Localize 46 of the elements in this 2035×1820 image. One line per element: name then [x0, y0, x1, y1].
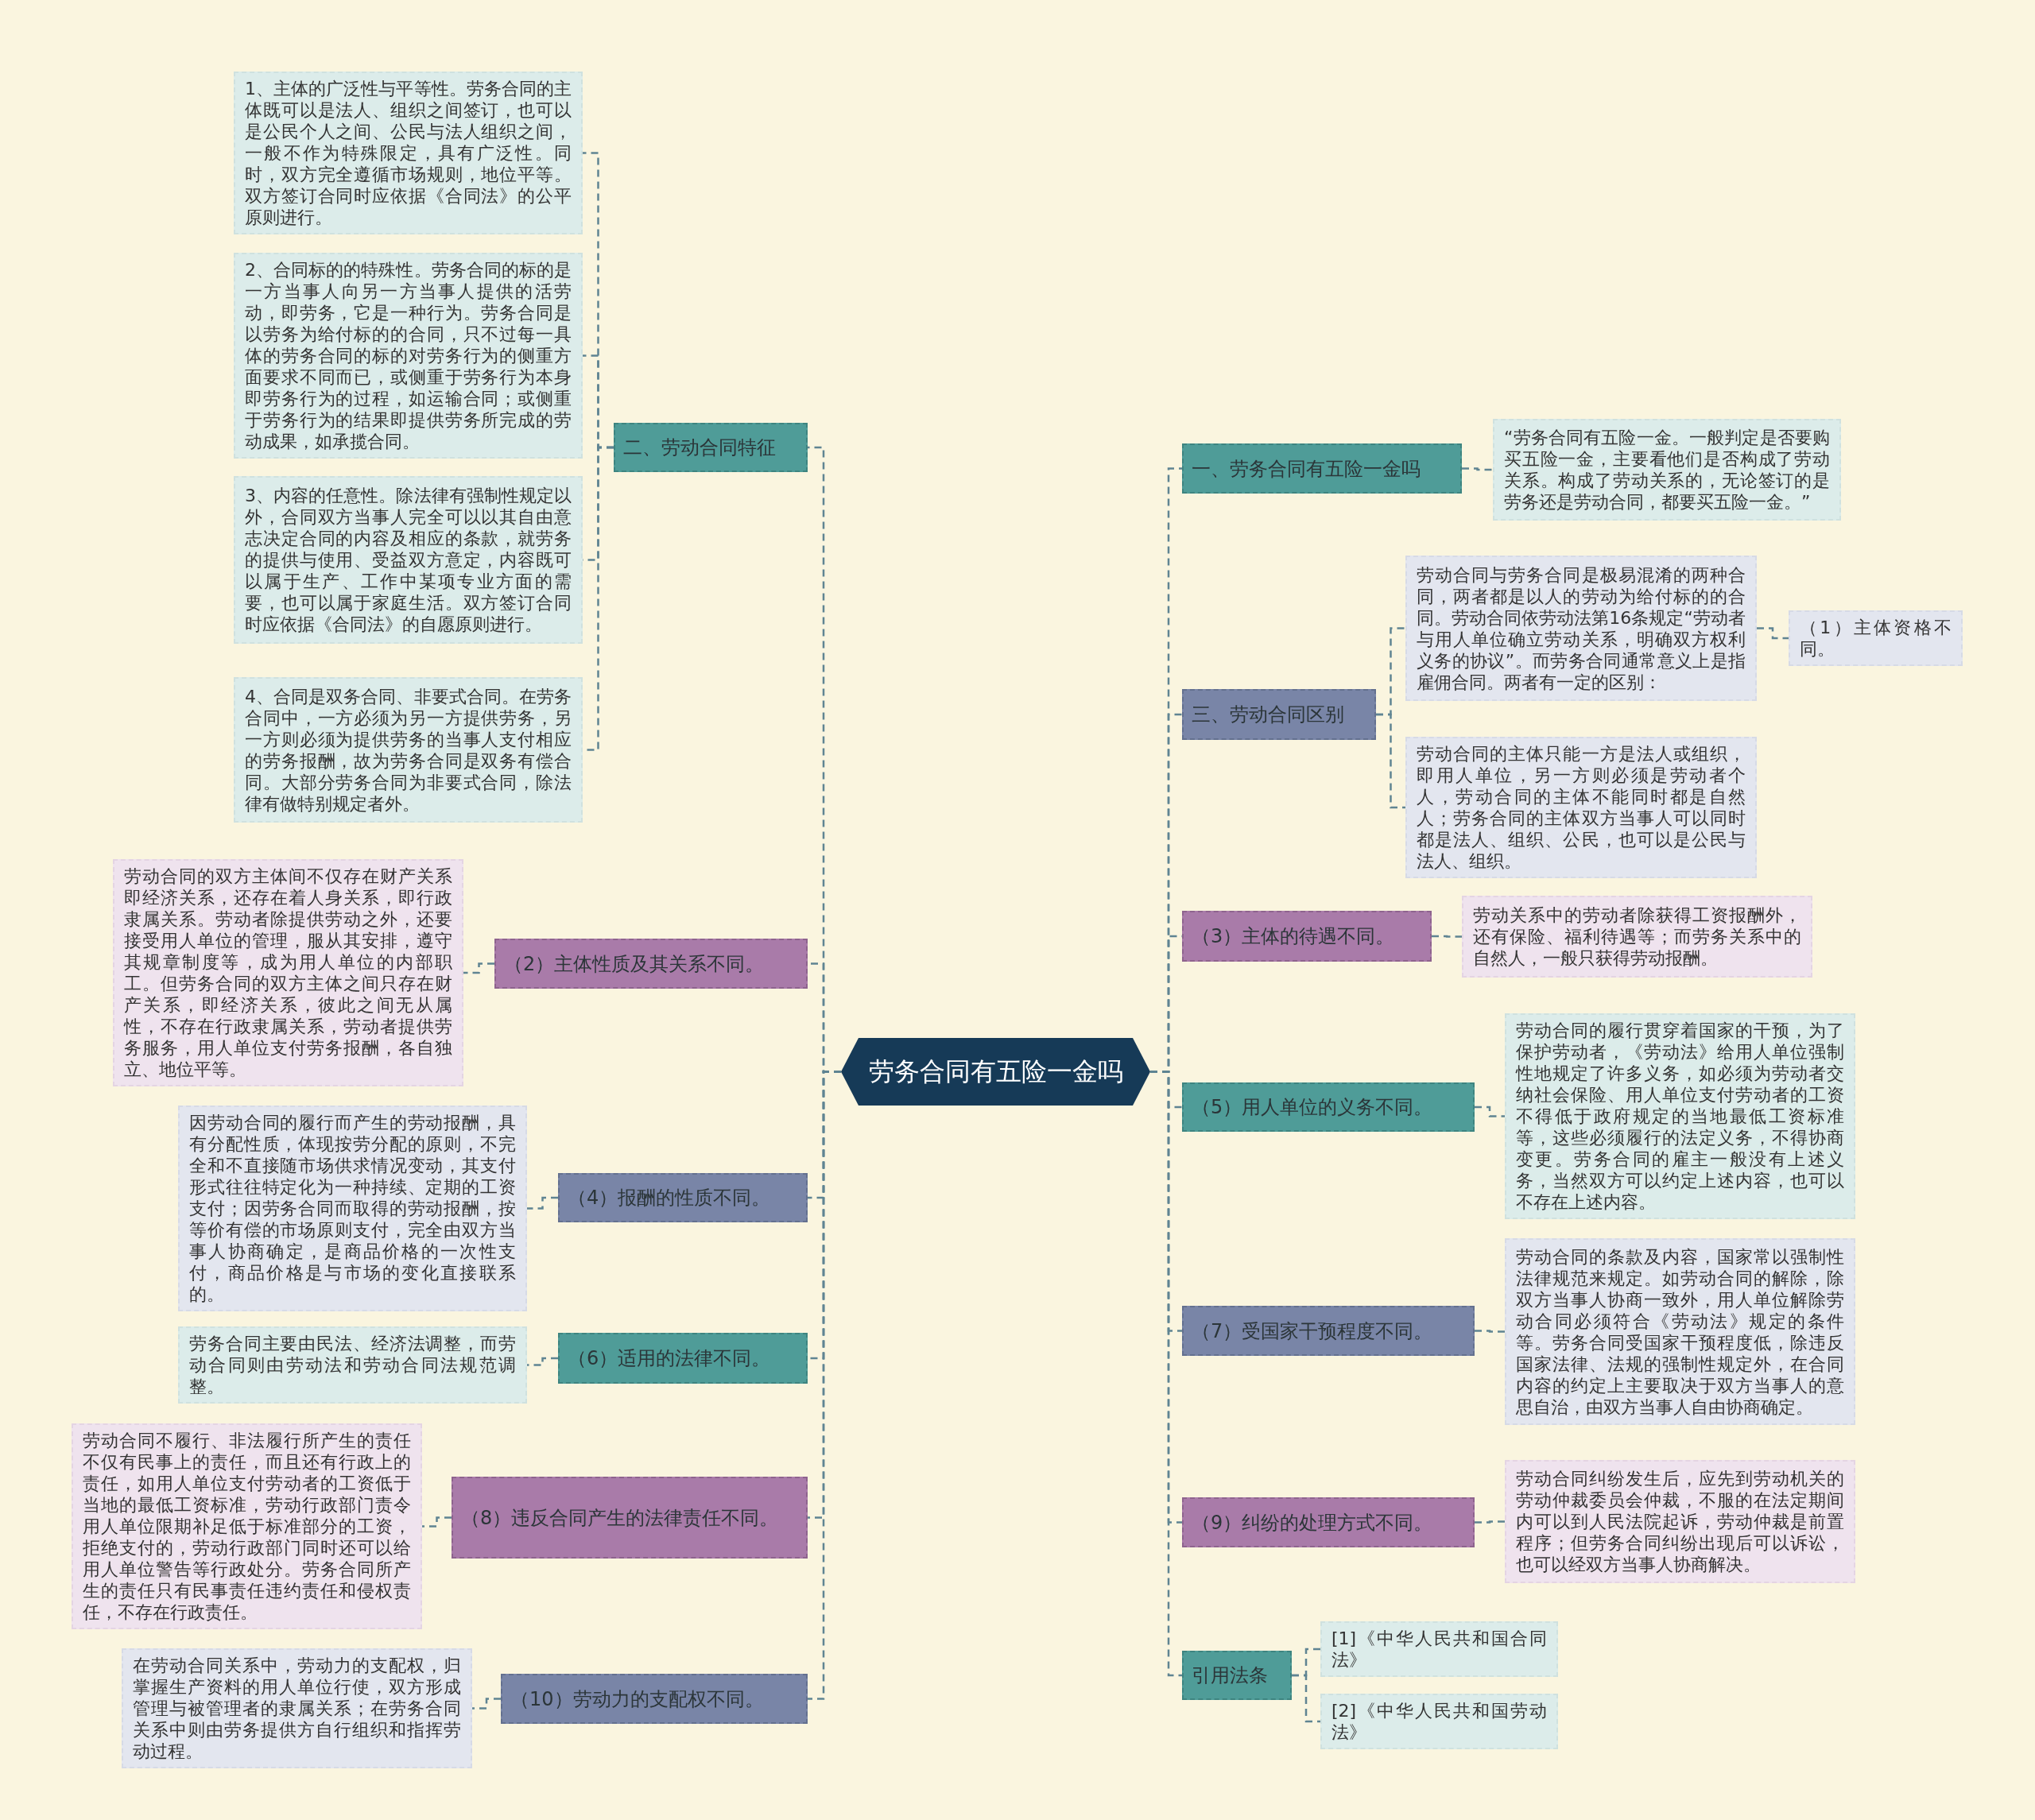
topic-box: 二、劳动合同特征 — [614, 423, 808, 472]
connector-line — [1376, 713, 1405, 809]
note-box: 3、内容的任意性。除法律有强制性规定以外，合同双方当事人完全可以以其自由意志决定合同的内容及相应的条款，就劳务的提供与使用、受益双方意定，内容既可以属于生产、工作中某项专业方面的需要，也可以属于家庭生活。双方签订合同时应依据《合同法》的自愿原则进行。 — [234, 476, 583, 644]
note-box: （1）主体资格不同。 — [1789, 610, 1963, 666]
topic-box: （8）违反合同产生的法律责任不同。 — [452, 1477, 808, 1559]
note-box: 1、主体的广泛性与平等性。劳务合同的主体既可以是法人、组织之间签订，也可以是公民个人之间、公民与法人组织之间，一般不作为特殊限定，具有广泛性。同时，双方完全遵循市场规则，地位平等。双方签订合同时应依据《合同法》的公平原则进行。 — [234, 72, 583, 234]
topic-box: （10）劳动力的支配权不同。 — [501, 1674, 808, 1724]
note-box: 因劳动合同的履行而产生的劳动报酬，具有分配性质，体现按劳分配的原则，不完全和不直接随市场供求情况变动，其支付形式往往特定化为一种持续、定期的工资支付；因劳务合同而取得的劳动报酬，按等价有偿的市场原则支付，完全由双方当事人协商确定，是商品价格的一次性支付，商品价格是与市场的变化直接联系的。 — [178, 1106, 527, 1311]
connector-line — [1475, 1520, 1505, 1524]
note-box: [2]《中华人民共和国劳动法》 — [1320, 1694, 1558, 1749]
topic-box: （6）适用的法律不同。 — [558, 1333, 808, 1384]
note-box: 劳动合同的履行贯穿着国家的干预，为了保护劳动者，《劳动法》给用人单位强制性地规定了许多义务，如必须为劳动者交纳社会保险、用人单位支付劳动者的工资不得低于政府规定的当地最低工资标准等，这些必须履行的法定义务，不得协商变更。劳务合同的雇主一般没有上述义务，当然双方可以约定上述内容，也可以不存在上述内容。 — [1505, 1013, 1855, 1219]
connector-line — [1757, 627, 1789, 640]
topic-box: （3）主体的待遇不同。 — [1182, 911, 1432, 962]
note-box: 4、合同是双务合同、非要式合同。在劳务合同中，一方必须为另一方提供劳务，另一方则必须为提供劳务的当事人支付相应的劳务报酬，故为劳务合同是双务有偿合同。大部分劳务合同为非要式合同，除法律有做特别规定者外。 — [234, 677, 583, 823]
note-box: 劳动合同的双方主体间不仅存在财产关系即经济关系，还存在着人身关系，即行政隶属关系。劳动者除提供劳动之外，还要接受用人单位的管理，服从其安排，遵守其规章制度等，成为用人单位的内部职工。但劳务合同的双方主体之间只存在财产关系，即经济关系，彼此之间无从属性，不存在行政隶属关系，劳动者提供劳务服务，用人单位支付劳务报酬，各自独立、地位平等。 — [113, 859, 463, 1086]
connector-line — [472, 1698, 501, 1710]
connector-line — [463, 962, 494, 974]
connector-line — [1475, 1106, 1505, 1117]
note-box: 在劳动合同关系中，劳动力的支配权，归掌握生产资料的用人单位行使，双方形成管理与被管理者的隶属关系；在劳务合同关系中则由劳务提供方自行组织和指挥劳动过程。 — [122, 1648, 472, 1768]
topic-box: 一、劳务合同有五险一金吗 — [1182, 443, 1462, 494]
note-box: 劳务合同主要由民法、经济法调整，而劳动合同则由劳动法和劳动合同法规范调整。 — [178, 1326, 527, 1404]
connector-line — [1292, 1674, 1320, 1723]
connector-line — [422, 1516, 452, 1528]
note-box: 劳动合同纠纷发生后，应先到劳动机关的劳动仲裁委员会仲裁，不服的在法定期间内可以到人民法院起诉，劳动仲裁是前置程序；但劳务合同纠纷出现后可以诉讼，也可以经双方当事人协商解决。 — [1505, 1460, 1855, 1583]
note-box: 2、合同标的的特殊性。劳务合同的标的是一方当事人向另一方当事人提供的活劳动，即劳务，它是一种行为。劳务合同是以劳务为给付标的的合同，只不过每一具体的劳务合同的标的对劳务行为的侧重方面要求不同而已，或侧重于劳务行为本身即劳务行为的过程，如运输合同；或侧重于劳务行为的结果即提供劳务所完成的劳动成果，如承揽合同。 — [234, 253, 583, 459]
note-box: [1]《中华人民共和国合同法》 — [1320, 1621, 1558, 1677]
note-box: 劳动合同的条款及内容，国家常以强制性法律规范来规定。如劳动合同的解除，除双方当事人协商一致外，用人单位解除劳动合同必须符合《劳动法》规定的条件等。劳务合同受国家干预程度低，除违反国家法律、法规的强制性规定外，在合同内容的约定上主要取决于双方当事人的意思自治，由双方当事人自由协商确定。 — [1505, 1238, 1855, 1425]
connector-line — [527, 1357, 558, 1366]
note-box: 劳动合同与劳务合同是极易混淆的两种合同，两者都是以人的劳动为给付标的的合同。劳动合同依劳动法第16条规定“劳动者与用人单位确立劳动关系，明确双方权利义务的协议”。而劳务合同通常意义上是指雇佣合同。两者有一定的区别： — [1405, 556, 1757, 701]
note-box: 劳动合同不履行、非法履行所产生的责任不仅有民事上的责任，而且还有行政上的责任，如用人单位支付劳动者的工资低于当地的最低工资标准，劳动行政部门责令用人单位限期补足低于标准部分的工资，拒绝支付的，劳动行政部门同时还可以给用人单位警告等行政处分。劳务合同所产生的责任只有民事责任违约责任和侵权责任，不存在行政责任。 — [72, 1423, 422, 1629]
topic-box: 引用法条 — [1182, 1651, 1292, 1700]
topic-box: 三、劳动合同区别 — [1182, 689, 1376, 740]
topic-box: （7）受国家干预程度不同。 — [1182, 1306, 1475, 1356]
connector-line — [1475, 1330, 1505, 1333]
connector-line — [1432, 935, 1462, 938]
note-box: 劳动合同的主体只能一方是法人或组织，即用人单位，另一方则必须是劳动者个人，劳动合同的主体不能同时都是自然人；劳务合同的主体双方当事人可以同时都是法人、组织、公民，也可以是公民与法人、组织。 — [1405, 737, 1757, 878]
topic-box: （2）主体性质及其关系不同。 — [494, 939, 808, 989]
topic-box: （9）纠纷的处理方式不同。 — [1182, 1497, 1475, 1547]
connector-line — [1462, 467, 1493, 471]
topic-box: （4）报酬的性质不同。 — [558, 1173, 808, 1222]
connector-line — [527, 1196, 558, 1210]
note-box: “劳务合同有五险一金。一般判定是否要购买五险一金，主要看他们是否构成了劳动关系。构成了劳动关系的，无论签订的是劳务还是劳动合同，都要买五险一金。” — [1493, 419, 1841, 521]
central-topic: 劳务合同有五险一金吗 — [841, 1038, 1150, 1106]
topic-box: （5）用人单位的义务不同。 — [1182, 1082, 1475, 1132]
note-box: 劳动关系中的劳动者除获得工资报酬外，还有保险、福利待遇等；而劳务关系中的自然人，一般只获得劳动报酬。 — [1462, 896, 1812, 978]
